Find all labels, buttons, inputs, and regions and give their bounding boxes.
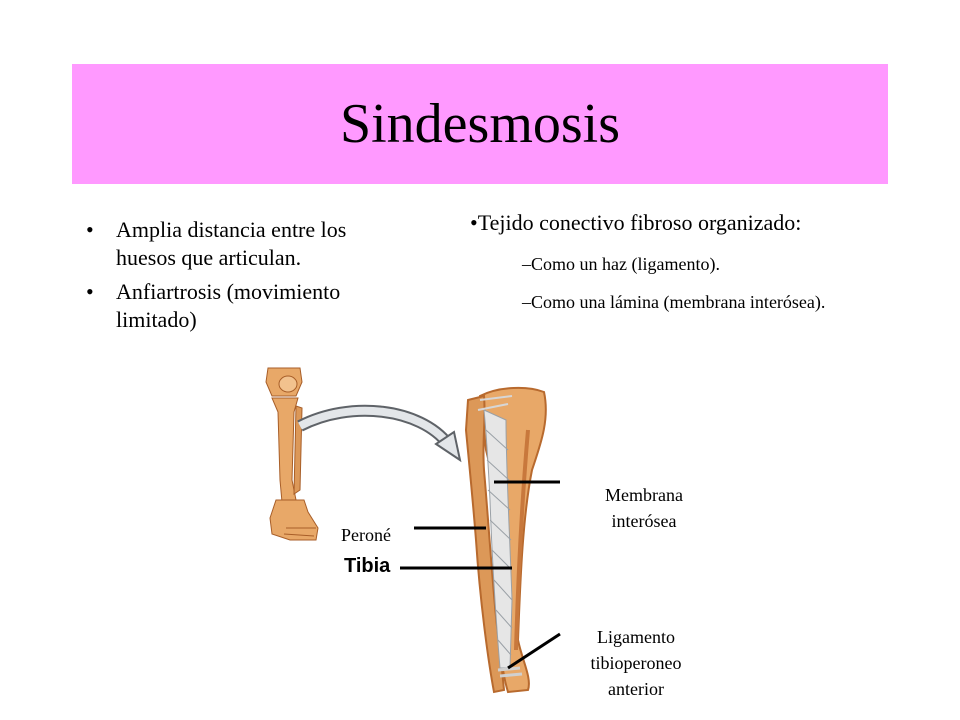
right-heading: •Tejido conectivo fibroso organizado: bbox=[470, 210, 802, 235]
tibia-fibula-diagram bbox=[464, 386, 547, 694]
bullet-item: Anfiartrosis (movimiento limitado) bbox=[80, 278, 410, 334]
right-bullet-block: •Tejido conectivo fibroso organizado: –C… bbox=[470, 208, 950, 314]
label-ligamento: Ligamento tibioperoneo anterior bbox=[566, 624, 706, 702]
label-ligamento-line: anterior bbox=[608, 679, 664, 699]
slide-title: Sindesmosis bbox=[339, 93, 621, 155]
left-bullet-list: Amplia distancia entre los huesos que ar… bbox=[80, 216, 410, 340]
label-tibia: Tibia bbox=[344, 555, 391, 577]
title-band: Sindesmosis bbox=[72, 64, 888, 184]
label-perone: Peroné bbox=[341, 525, 391, 545]
right-subitem: –Como una lámina (membrana interósea). bbox=[522, 292, 826, 312]
curved-arrow-icon bbox=[297, 404, 462, 463]
label-ligamento-line: Ligamento bbox=[597, 627, 675, 647]
label-membrana: Membrana interósea bbox=[584, 482, 704, 534]
small-leg-skeleton bbox=[265, 367, 319, 541]
bullet-item: Amplia distancia entre los huesos que ar… bbox=[80, 216, 410, 272]
leader-line-ligamento bbox=[507, 632, 561, 670]
label-membrana-line: Membrana bbox=[605, 485, 683, 505]
right-subitem: –Como un haz (ligamento). bbox=[522, 254, 720, 274]
label-membrana-line: interósea bbox=[611, 511, 677, 531]
label-ligamento-line: tibioperoneo bbox=[590, 653, 682, 673]
